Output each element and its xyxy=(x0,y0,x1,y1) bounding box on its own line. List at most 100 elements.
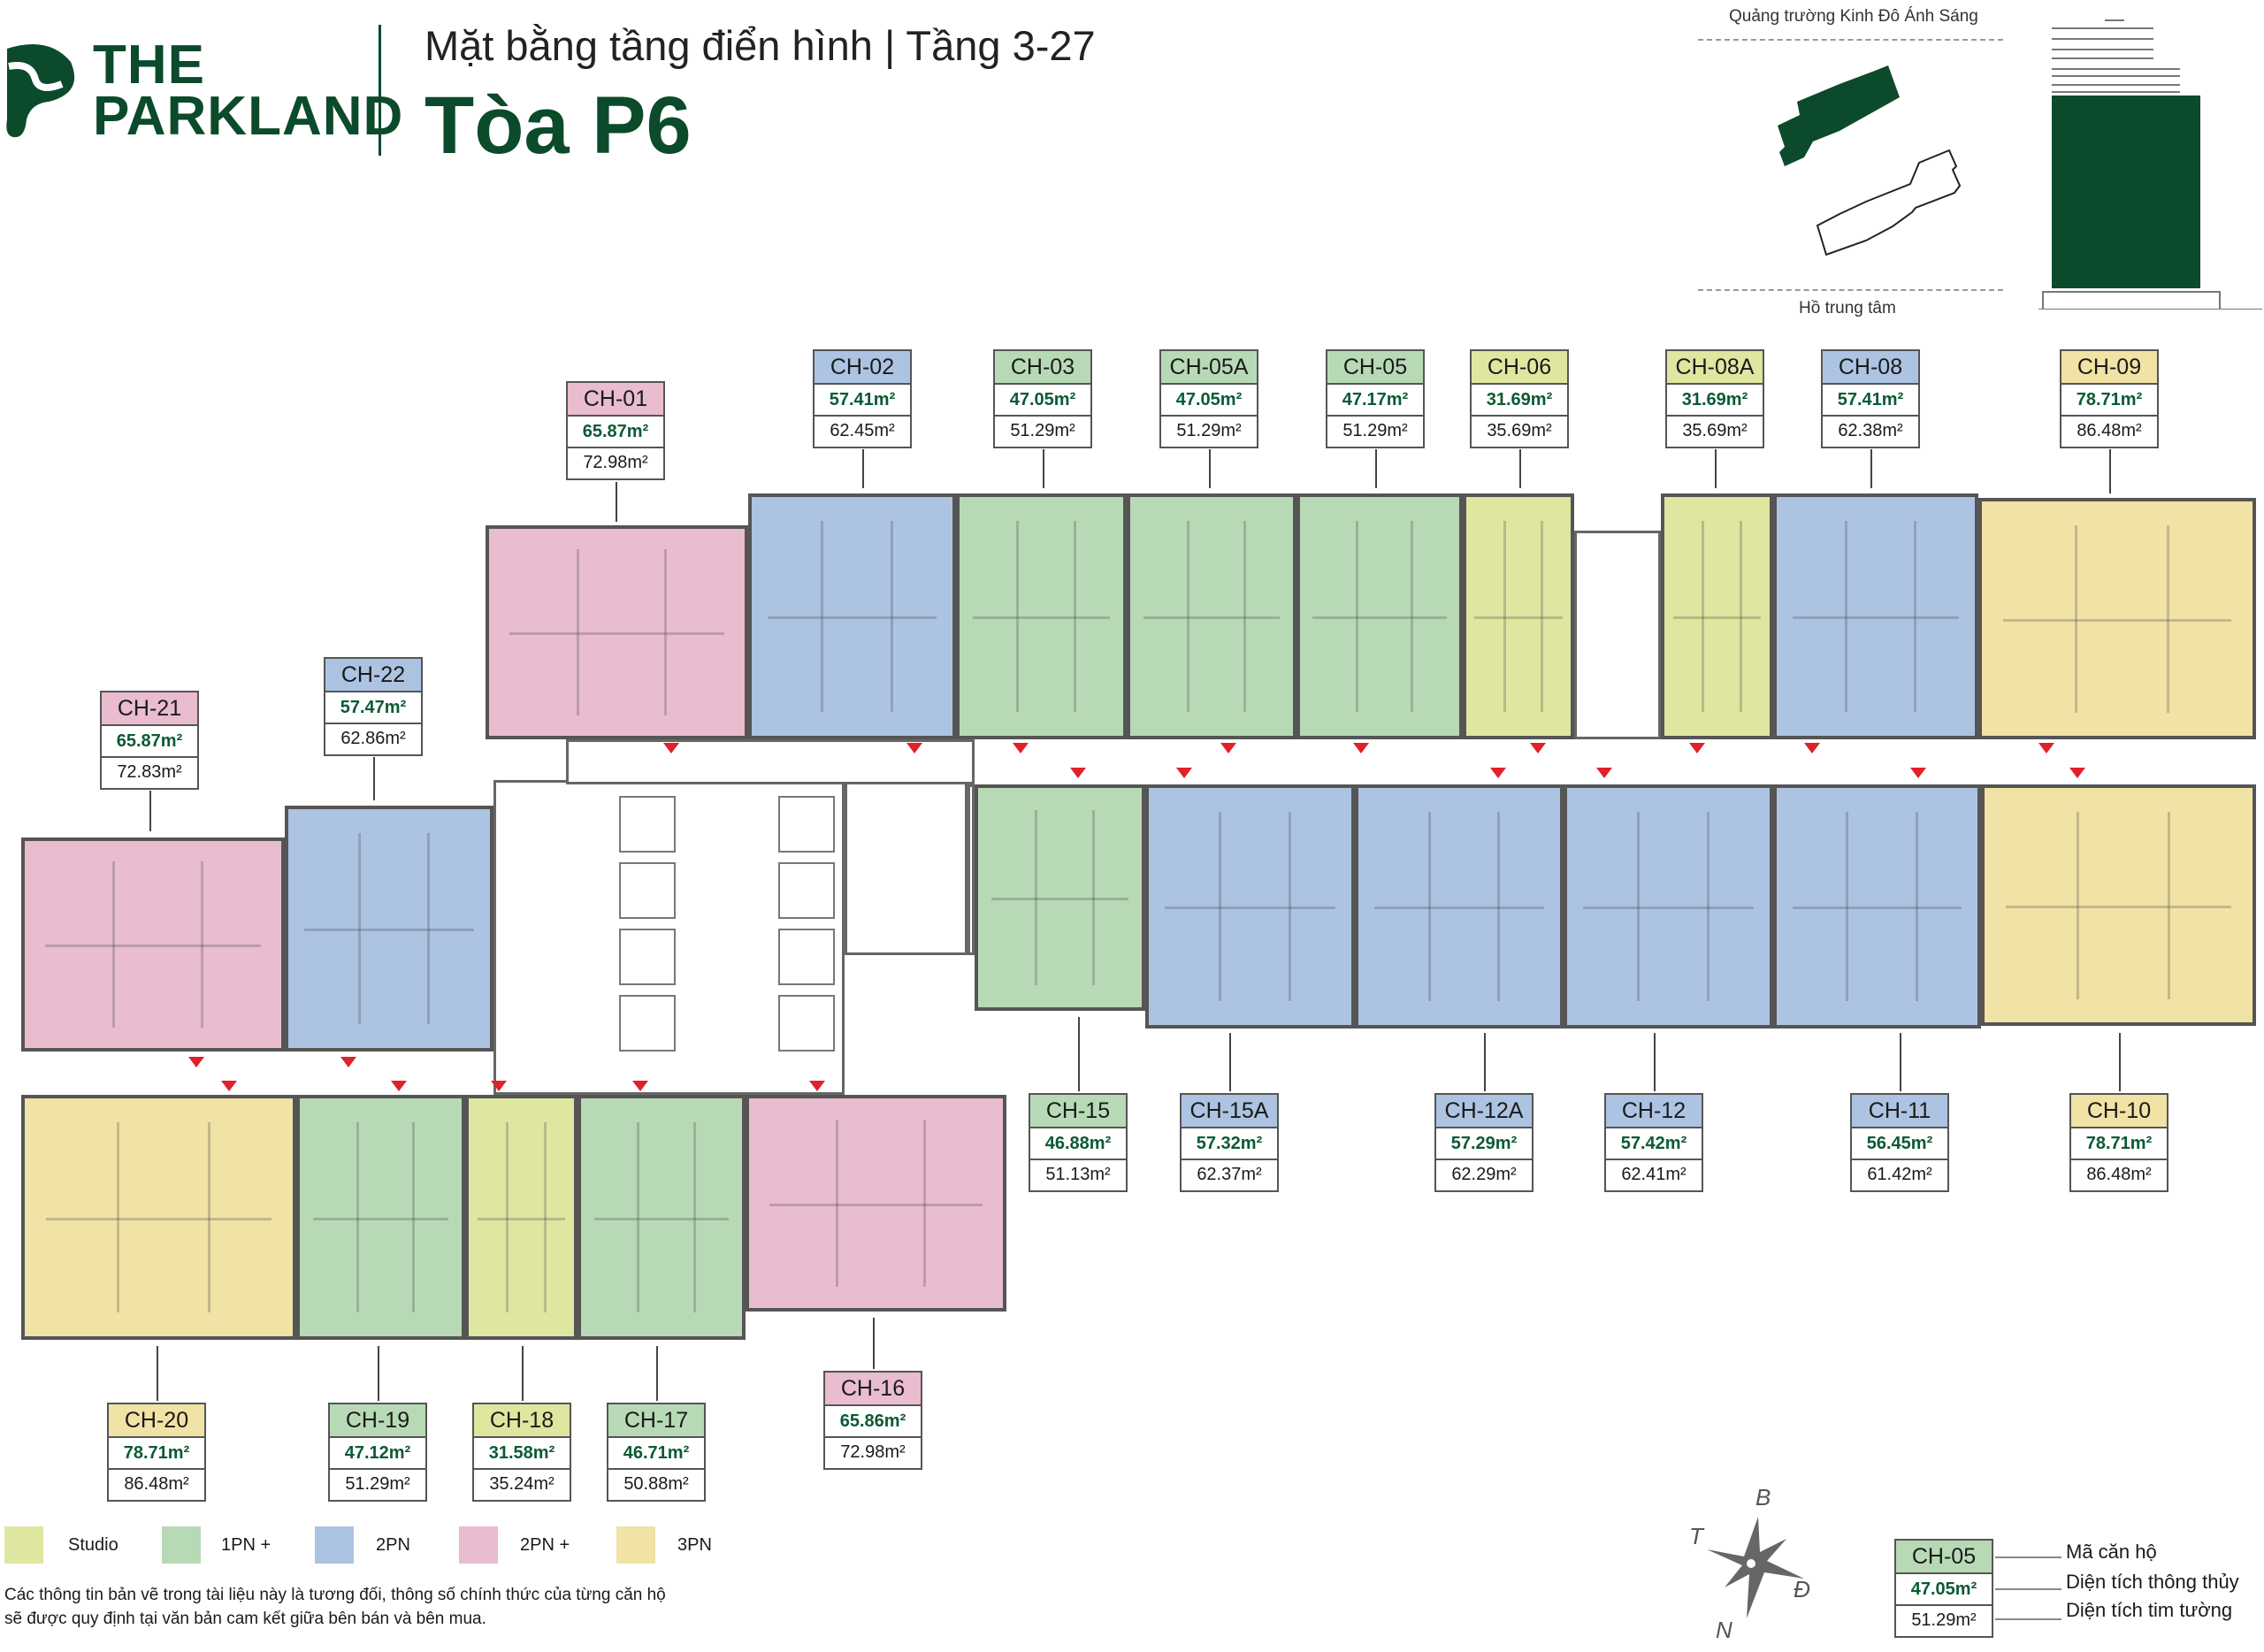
leader-line xyxy=(157,1346,158,1401)
leader-line xyxy=(378,1346,379,1401)
legend-swatch-1 xyxy=(162,1526,201,1564)
wall-line xyxy=(1243,521,1246,712)
compass-rose-icon xyxy=(1707,1517,1804,1618)
wall-line xyxy=(412,1121,416,1313)
wall-line xyxy=(2167,524,2170,713)
legend-label: Studio xyxy=(68,1535,119,1555)
unit-ch-08[interactable] xyxy=(1773,493,1978,739)
circulation-core xyxy=(968,784,975,955)
unit-net-area: 65.87m² xyxy=(568,417,663,448)
unit-ch-01[interactable] xyxy=(486,525,748,739)
unit-net-area: 47.05m² xyxy=(995,385,1090,417)
unit-ch-19[interactable] xyxy=(296,1095,465,1340)
unit-ch-11[interactable] xyxy=(1773,784,1981,1029)
unit-gross-area: 62.41m² xyxy=(1621,1165,1687,1184)
wall-line xyxy=(356,1121,359,1313)
key-leader xyxy=(1995,1618,2061,1620)
disclaimer-note: Các thông tin bản vẽ trong tài liệu này … xyxy=(4,1583,712,1631)
wall-line xyxy=(2076,811,2079,999)
unit-ch-10[interactable] xyxy=(1981,784,2256,1026)
brand-name: THE PARKLAND xyxy=(93,38,403,144)
wall-line xyxy=(1913,521,1916,712)
unit-net-area: 57.41m² xyxy=(815,385,910,417)
unit-ch-15a[interactable] xyxy=(1145,784,1355,1029)
unit-ch-06[interactable] xyxy=(1463,493,1574,739)
unit-gross-area: 35.69m² xyxy=(1487,421,1552,440)
wall-line xyxy=(509,632,724,635)
elevator-icon xyxy=(619,862,676,919)
unit-ch-08a[interactable] xyxy=(1661,493,1773,739)
wall-line xyxy=(45,945,261,947)
unit-net-area: 57.41m² xyxy=(1823,385,1918,417)
wall-line xyxy=(972,616,1111,619)
unit-ch-09[interactable] xyxy=(1978,498,2256,739)
site-footprint-icon xyxy=(1778,65,1962,256)
unit-net-area: 47.05m² xyxy=(1161,385,1257,417)
entrance-marker-icon xyxy=(1804,743,1820,753)
site-top-label: Quảng trường Kinh Đô Ánh Sáng xyxy=(1729,7,1978,26)
key-code: CH-05 xyxy=(1896,1541,1992,1574)
unit-ch-05a[interactable] xyxy=(1127,493,1296,739)
unit-ch-12a[interactable] xyxy=(1355,784,1564,1029)
leader-line xyxy=(1209,449,1211,488)
unit-code: CH-11 xyxy=(1852,1095,1947,1128)
unit-ch-22[interactable] xyxy=(285,806,493,1052)
entrance-marker-icon xyxy=(1689,743,1705,753)
unit-ch-05[interactable] xyxy=(1296,493,1463,739)
unit-ch-17[interactable] xyxy=(577,1095,746,1340)
elevator-icon xyxy=(778,929,835,985)
label-key: CH-05 47.05m² 51.29m² xyxy=(1894,1539,1993,1638)
unit-code: CH-01 xyxy=(568,383,663,417)
unit-ch-02[interactable] xyxy=(748,493,956,739)
unit-ch-18[interactable] xyxy=(465,1095,577,1340)
wall-line xyxy=(1739,521,1742,712)
wall-line xyxy=(200,861,203,1028)
unit-ch-20[interactable] xyxy=(21,1095,296,1340)
unit-code: CH-17 xyxy=(608,1404,704,1438)
unit-ch-21[interactable] xyxy=(21,837,285,1052)
legend-label: 2PN xyxy=(376,1535,410,1555)
entrance-marker-icon xyxy=(632,1081,648,1091)
wall-line xyxy=(1497,811,1501,1002)
unit-net-area: 31.58m² xyxy=(474,1438,570,1470)
legend-label: 3PN xyxy=(677,1535,712,1555)
unit-code: CH-21 xyxy=(102,692,197,726)
elevator-icon xyxy=(619,995,676,1052)
entrance-marker-icon xyxy=(1490,768,1506,778)
unit-ch-16[interactable] xyxy=(746,1095,1006,1312)
unit-ch-15[interactable] xyxy=(975,784,1145,1011)
legend-label: 2PN + xyxy=(520,1535,570,1555)
leader-line xyxy=(1043,449,1044,488)
page-title: Tòa P6 xyxy=(424,80,692,171)
unit-ch-03[interactable] xyxy=(956,493,1127,739)
wall-line xyxy=(1016,521,1020,712)
wall-line xyxy=(1541,521,1543,712)
unit-ch-12[interactable] xyxy=(1564,784,1773,1029)
wall-line xyxy=(2006,905,2231,908)
entrance-marker-icon xyxy=(491,1081,507,1091)
unit-gross-area: 72.83m² xyxy=(117,762,182,782)
unit-gross-area: 62.37m² xyxy=(1197,1165,1262,1184)
